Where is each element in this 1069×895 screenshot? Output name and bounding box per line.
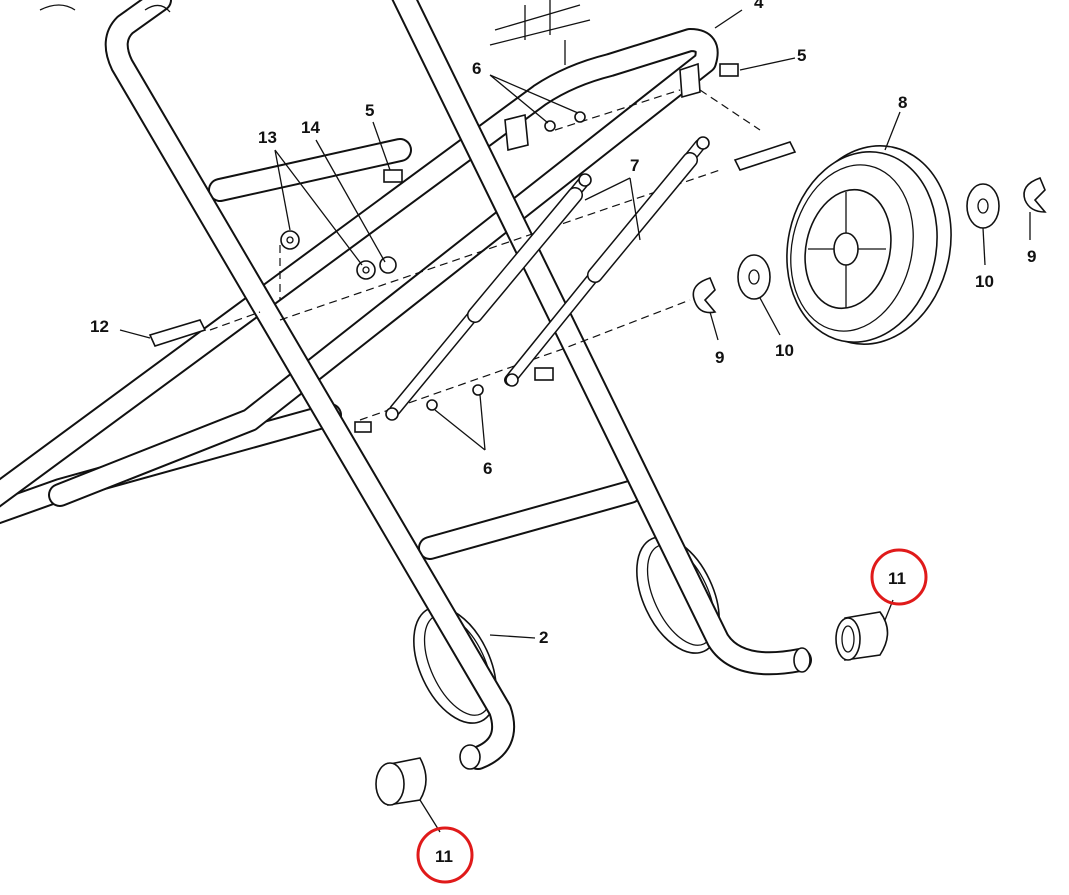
rear-frame — [0, 28, 719, 525]
handle-bracket — [39, 0, 591, 65]
callout-12: 12 — [90, 317, 109, 336]
washer-10a — [966, 183, 1000, 229]
callout-6: 6 — [472, 59, 481, 78]
callout-9: 9 — [1027, 247, 1036, 266]
end-cap-right — [835, 611, 889, 661]
callout-5: 5 — [797, 46, 806, 65]
end-cap-left — [375, 757, 427, 806]
washer-13b — [356, 260, 376, 280]
axle-bolt — [733, 141, 797, 171]
callout-6: 6 — [483, 459, 492, 478]
callout-10: 10 — [975, 272, 994, 291]
callout-11: 11 — [888, 569, 906, 588]
washer-13a — [280, 230, 300, 250]
bolt-12 — [148, 319, 207, 347]
callout-9: 9 — [715, 348, 724, 367]
eclip-9a — [1023, 176, 1047, 213]
callout-4: 4 — [754, 0, 764, 12]
leader-lines — [119, 9, 1031, 833]
hardware — [148, 62, 797, 433]
front-frame — [104, 0, 812, 770]
callout-5: 5 — [365, 101, 374, 120]
callout-2: 2 — [539, 628, 548, 647]
pin-5b — [383, 169, 403, 183]
callout-11: 11 — [435, 847, 453, 866]
highlight-circle-11-left — [416, 826, 474, 884]
highlight-circle-11-right — [870, 548, 928, 606]
pin — [534, 367, 554, 381]
callout-7: 7 — [630, 156, 639, 175]
nut-14 — [379, 256, 397, 274]
washer-10b — [737, 254, 771, 300]
gas-springs — [385, 136, 710, 421]
wheel — [786, 145, 952, 345]
eclip-9b — [692, 277, 717, 314]
callout-10: 10 — [775, 341, 794, 360]
callout-8: 8 — [898, 93, 907, 112]
callout-14: 14 — [301, 118, 320, 137]
pin-5a — [719, 63, 739, 77]
assembly-lines — [209, 89, 761, 421]
callout-13: 13 — [258, 128, 277, 147]
